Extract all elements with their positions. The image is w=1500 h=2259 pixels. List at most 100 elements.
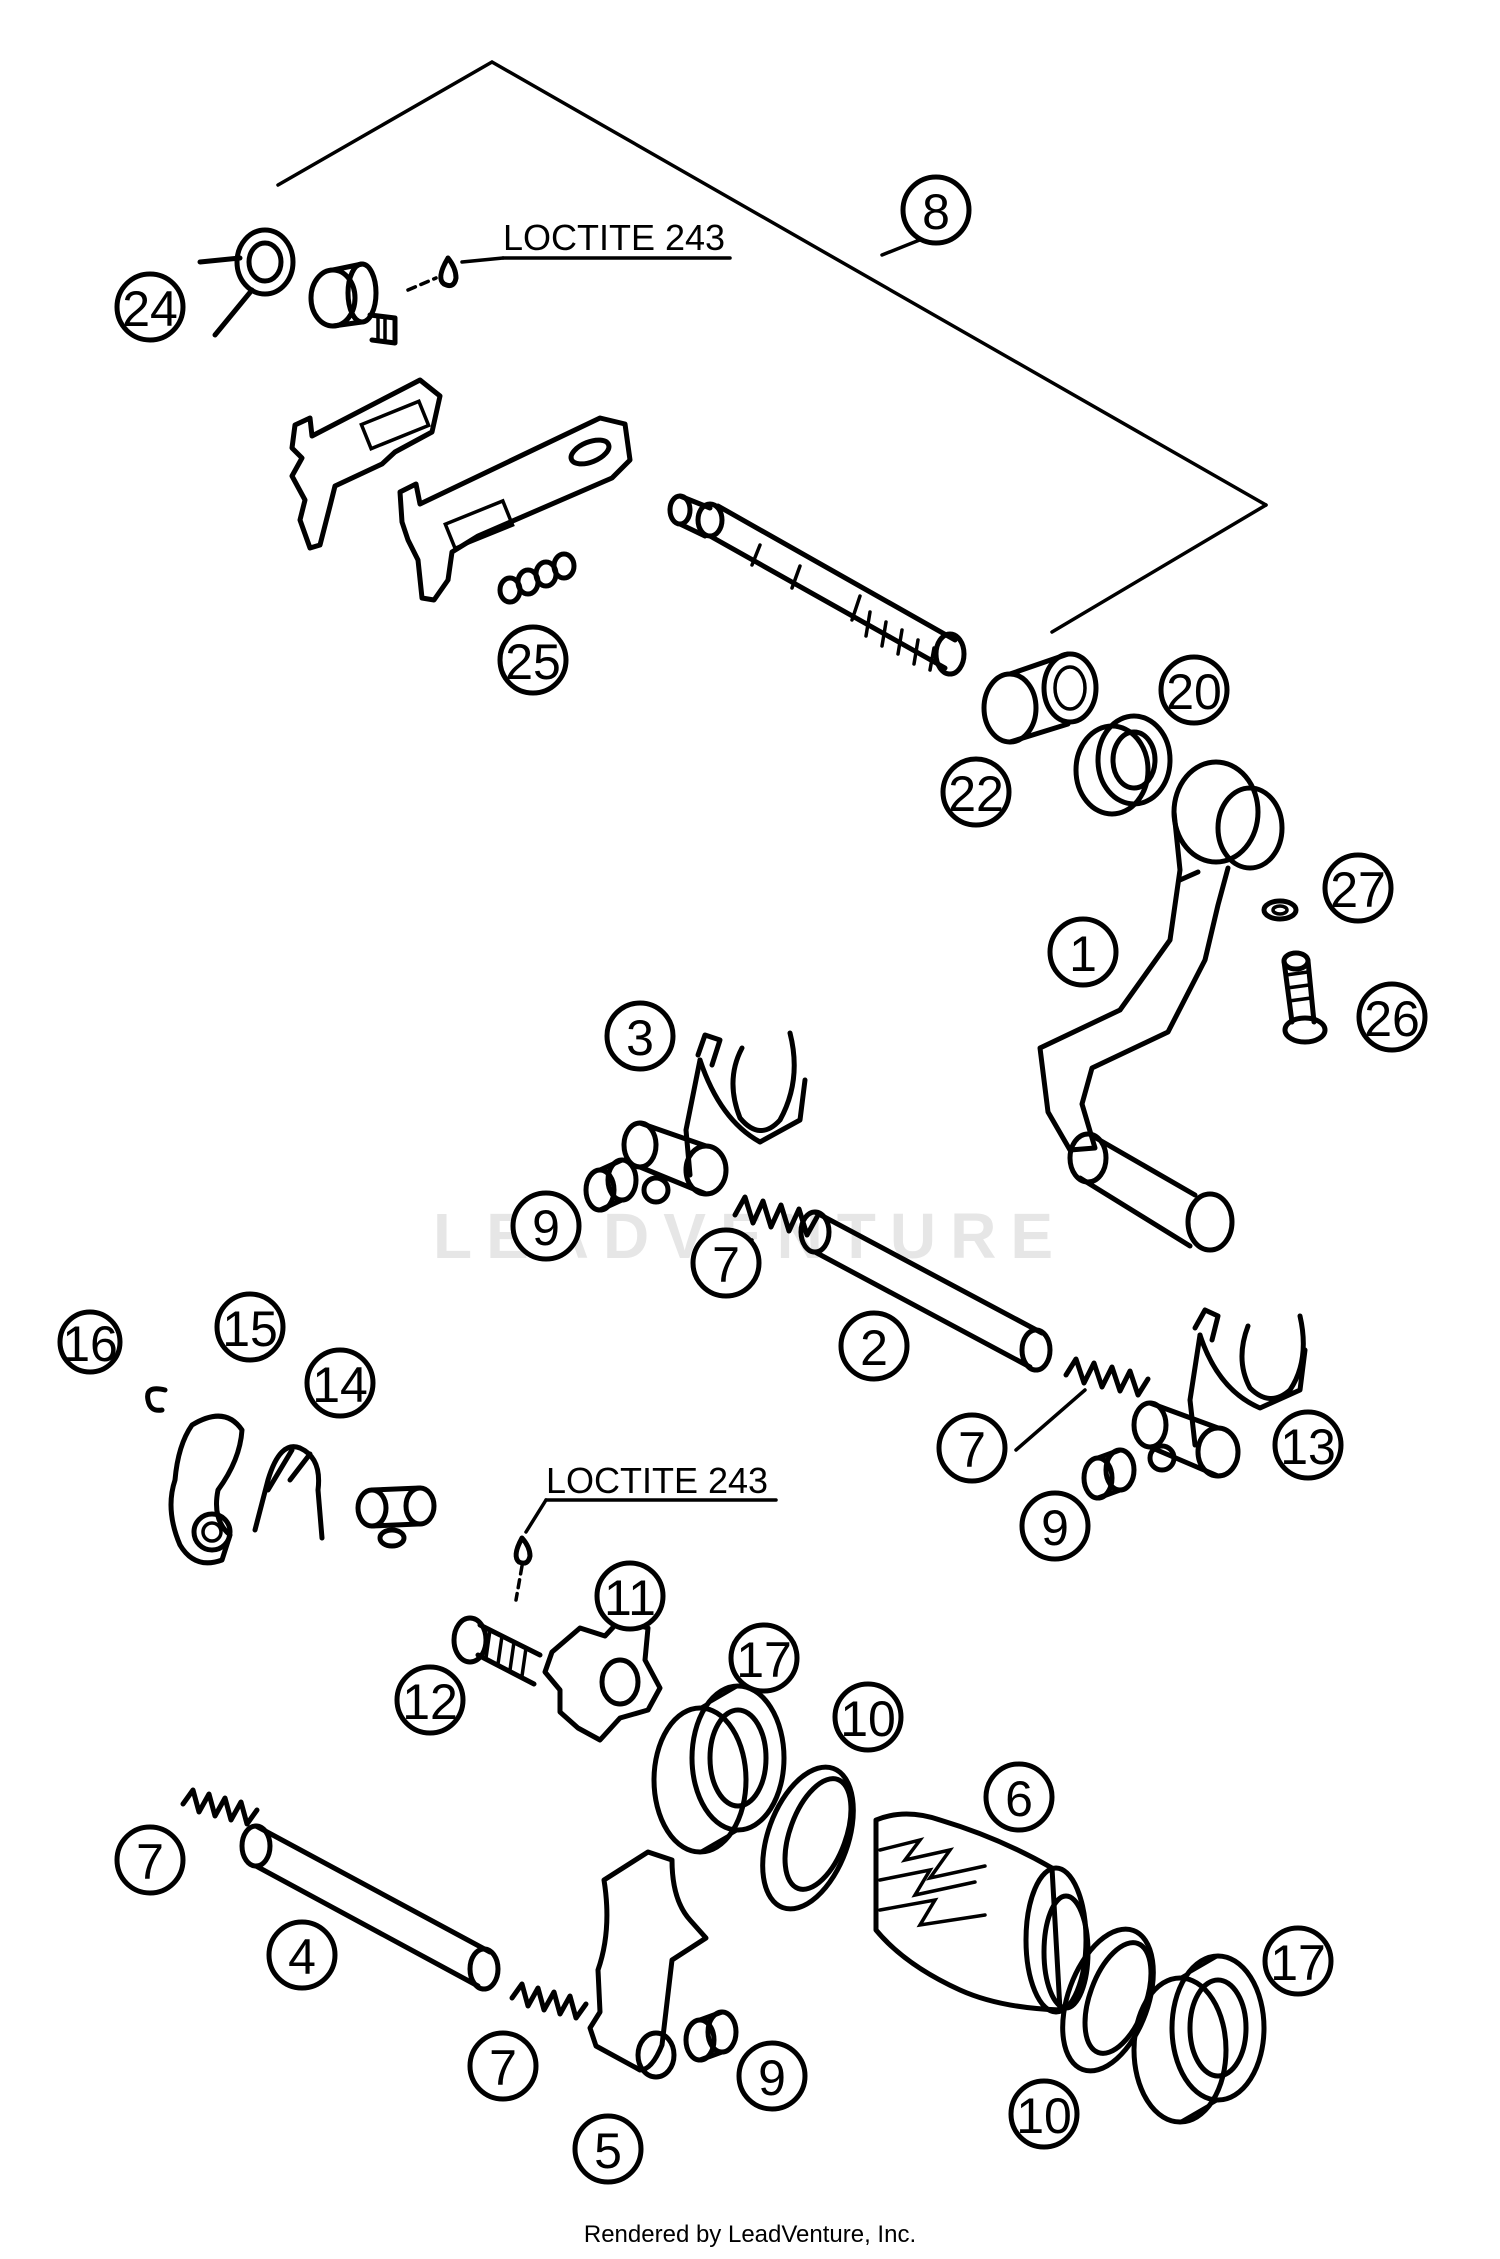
- washer-27: [1261, 898, 1299, 922]
- callout-7-top: 7: [690, 1227, 762, 1299]
- callout-15: 15: [214, 1291, 286, 1363]
- callout-4-label: 4: [288, 1929, 316, 1985]
- loctite-label-top: LOCTITE 243: [503, 217, 725, 258]
- callout-8-label: 8: [922, 184, 950, 240]
- callout-10-bottom: 10: [1008, 2078, 1080, 2150]
- callout-14: 14: [304, 1347, 376, 1419]
- spring-24: [197, 227, 296, 338]
- callout-7-lower-left: 7: [114, 1824, 186, 1896]
- callout-1: 1: [1047, 916, 1119, 988]
- callout-5-label: 5: [594, 2123, 622, 2179]
- shim-10-top: [760, 1764, 856, 1912]
- callout-26-label: 26: [1364, 991, 1420, 1047]
- shift-fork-5: [587, 1849, 709, 2080]
- callout-17-bottom-label: 17: [1270, 1935, 1326, 1991]
- shift-rod-4: [239, 1823, 501, 1992]
- callout-6: 6: [983, 1761, 1055, 1833]
- callout-27-label: 27: [1330, 862, 1386, 918]
- callout-13: 13: [1272, 1409, 1344, 1481]
- callout-7-lower-left-label: 7: [136, 1834, 164, 1890]
- loctite-label-mid: LOCTITE 243: [546, 1460, 768, 1501]
- shim-10-bottom: [1060, 1926, 1156, 2074]
- callout-20-label: 20: [1166, 664, 1222, 720]
- callout-17-top: 17: [728, 1622, 800, 1694]
- callout-10-top: 10: [832, 1681, 904, 1753]
- shift-plate-rear: [289, 377, 443, 551]
- callout-7-mid-label: 7: [958, 1422, 986, 1478]
- callout-2-label: 2: [860, 1320, 888, 1376]
- loctite-label-mid-group: LOCTITE 243: [514, 1460, 778, 1602]
- screw-12: [451, 1615, 543, 1687]
- shift-rod-2: [798, 1209, 1053, 1373]
- loctite-label-top-group: LOCTITE 243: [460, 217, 732, 264]
- washers-25: [497, 551, 577, 605]
- callout-7-lower-mid: 7: [467, 2030, 539, 2102]
- loctite-drop-top: [406, 255, 459, 292]
- callout-14-label: 14: [312, 1357, 368, 1413]
- callout-26: 26: [1356, 981, 1428, 1053]
- callout-2: 2: [838, 1310, 910, 1382]
- callout-15-label: 15: [222, 1301, 278, 1357]
- footer-credit: Rendered by LeadVenture, Inc.: [584, 2221, 916, 2248]
- spring-7-mid: [1063, 1356, 1151, 1398]
- callout-9-bottom: 9: [736, 2040, 808, 2112]
- callout-27: 27: [1322, 852, 1394, 924]
- callout-25: 25: [497, 624, 569, 696]
- bushing-9-bottom: [683, 2009, 739, 2063]
- callout-22-label: 22: [948, 766, 1004, 822]
- callout-9-mid-label: 9: [1041, 1500, 1069, 1556]
- callout-22: 22: [940, 756, 1012, 828]
- loctite-drop-mid: [513, 1535, 533, 1566]
- shift-plate-front: [397, 415, 633, 603]
- shift-fork-3: [621, 1030, 808, 1205]
- callout-12: 12: [394, 1664, 466, 1736]
- shift-drum-6: [873, 1811, 1091, 2015]
- callout-20: 20: [1158, 654, 1230, 726]
- seal-ring-20: [1073, 713, 1173, 817]
- spring-14: [252, 1444, 325, 1541]
- callout-10-bottom-label: 10: [1016, 2088, 1072, 2144]
- shift-star-11: [542, 1617, 663, 1743]
- callout-7-lower-mid-label: 7: [489, 2040, 517, 2096]
- callout-9-mid: 9: [1019, 1490, 1091, 1562]
- callout-17-bottom: 17: [1262, 1925, 1334, 1997]
- callout-6-label: 6: [1005, 1771, 1033, 1827]
- callout-7-top-label: 7: [712, 1237, 740, 1293]
- callout-25-label: 25: [505, 634, 561, 690]
- callout-12-label: 12: [402, 1674, 458, 1730]
- callout-24: 24: [114, 271, 186, 343]
- shift-shaft: [667, 493, 967, 677]
- pawl-arm-15: [168, 1413, 245, 1566]
- shift-fork-13: [1131, 1307, 1308, 1479]
- bushing-9-mid: [1081, 1447, 1137, 1501]
- spring-7-lower-left: [180, 1787, 260, 1827]
- callout-16-label: 16: [62, 1316, 118, 1372]
- callout-5: 5: [572, 2113, 644, 2185]
- callout-13-label: 13: [1280, 1419, 1336, 1475]
- callout-9-top: 9: [510, 1190, 582, 1262]
- callout-10-top-label: 10: [840, 1691, 896, 1747]
- callout-16: 16: [57, 1309, 123, 1375]
- callout-9-bottom-label: 9: [758, 2050, 786, 2106]
- assembly-8-bracket: [276, 59, 1268, 634]
- shift-lever-1: [1037, 759, 1285, 1253]
- retaining-ring-16: [145, 1386, 168, 1413]
- callout-11-label: 11: [604, 1570, 656, 1626]
- callout-17-top-label: 17: [736, 1632, 792, 1688]
- spring-7-lower-mid: [509, 1981, 589, 2021]
- needle-bushing-22: [981, 651, 1099, 745]
- callout-4: 4: [266, 1919, 338, 1991]
- bearing-17-top: [651, 1683, 787, 1855]
- bearing-17-bottom: [1131, 1953, 1267, 2125]
- callout-8: 8: [900, 174, 972, 246]
- pivot-pin: [355, 1485, 437, 1549]
- callout-24-label: 24: [122, 281, 178, 337]
- bolt-26: [1281, 950, 1328, 1045]
- callout-3: 3: [604, 1000, 676, 1072]
- callout-9-top-label: 9: [532, 1200, 560, 1256]
- bushing-9-top: [583, 1157, 639, 1213]
- callout-11: 11: [594, 1560, 666, 1632]
- callout-1-label: 1: [1069, 926, 1097, 982]
- callout-3-label: 3: [626, 1010, 654, 1066]
